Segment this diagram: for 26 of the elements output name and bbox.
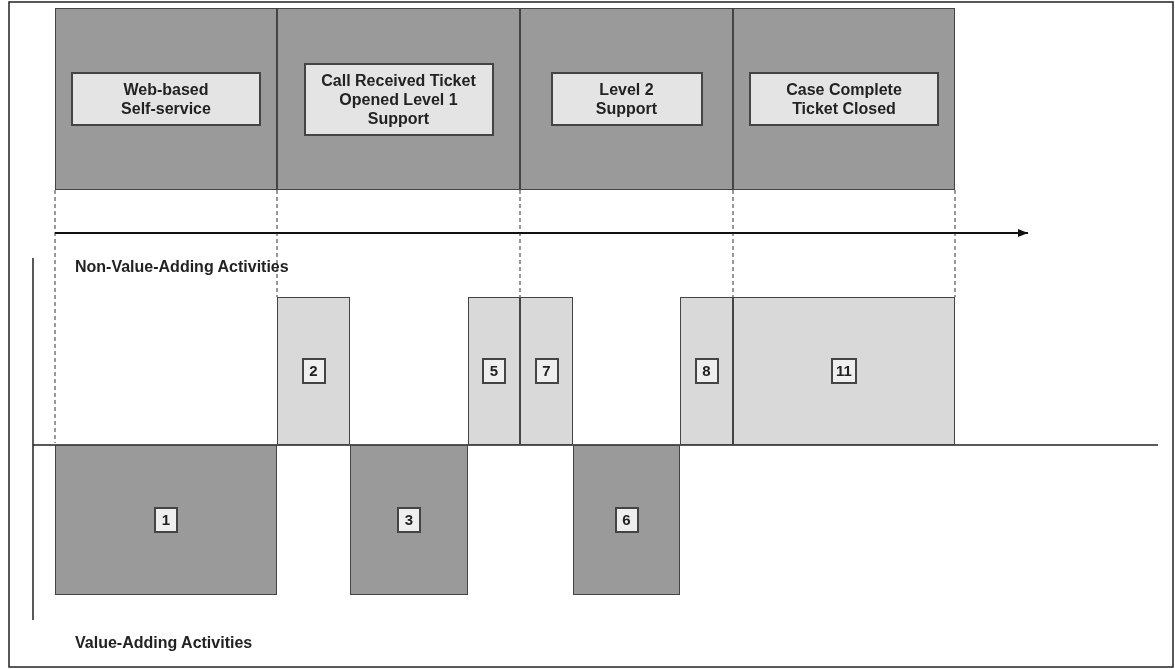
step-number: 6 [614,507,639,533]
stage-band [277,8,520,190]
activity-bar [520,297,573,445]
activity-bar [573,445,680,595]
axis-label: Value-Adding Activities [75,634,253,652]
stage-label: Call Received Ticket Opened Level 1 Support [303,62,494,136]
stage-label: Case Complete Ticket Closed [749,72,939,126]
activity-bar [468,297,520,445]
step-number: 2 [301,358,326,384]
activity-bar [733,297,955,445]
stage-band [733,8,955,190]
activity-bar [350,445,468,595]
stage-band [520,8,733,190]
step-number: 3 [397,507,421,533]
activity-bar [680,297,733,445]
stage-label: Level 2 Support [550,72,703,126]
axis-label: Non-Value-Adding Activities [75,258,289,276]
step-number: 7 [534,358,559,384]
activity-bar [277,297,350,445]
step-number: 8 [694,358,719,384]
activity-bar [55,445,277,595]
step-number: 1 [154,507,178,533]
stage-band [55,8,277,190]
step-number: 5 [482,358,506,384]
step-number: 11 [831,358,857,384]
stage-label: Web-based Self-service [71,72,261,126]
